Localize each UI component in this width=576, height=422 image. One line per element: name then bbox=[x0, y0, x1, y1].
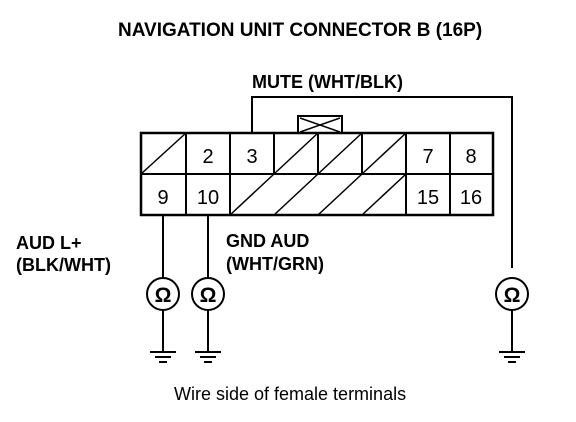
pin-10: 10 bbox=[197, 187, 219, 209]
ohm-symbol: Ω bbox=[155, 284, 172, 307]
aud-label-line2: (BLK/WHT) bbox=[16, 255, 111, 275]
caption: Wire side of female terminals bbox=[174, 384, 406, 404]
gnd-label-line1: GND AUD bbox=[226, 231, 309, 251]
ohmmeter-icon: Ω bbox=[191, 277, 225, 311]
gnd-label-line2: (WHT/GRN) bbox=[226, 254, 324, 274]
connector-body bbox=[139, 131, 495, 217]
pin-7: 7 bbox=[422, 146, 433, 168]
connector-latch bbox=[297, 115, 343, 135]
ohm-symbol: Ω bbox=[504, 284, 521, 307]
mute-wire-label: MUTE (WHT/BLK) bbox=[252, 72, 403, 92]
ohmmeter-icon: Ω bbox=[495, 277, 529, 311]
mute-wire bbox=[251, 96, 513, 268]
ground-icon bbox=[499, 351, 525, 363]
pin-8: 8 bbox=[465, 146, 476, 168]
pin-9: 9 bbox=[157, 187, 168, 209]
diagram-title: NAVIGATION UNIT CONNECTOR B (16P) bbox=[118, 20, 482, 41]
pin-2: 2 bbox=[202, 146, 213, 168]
pin-15: 15 bbox=[417, 187, 439, 209]
ohm-symbol: Ω bbox=[200, 284, 217, 307]
ground-icon bbox=[150, 351, 176, 363]
ohmmeter-icon: Ω bbox=[146, 277, 180, 311]
pin-16: 16 bbox=[460, 187, 482, 209]
pin-3: 3 bbox=[246, 146, 257, 168]
ground-icon bbox=[195, 351, 221, 363]
aud-label-line1: AUD L+ bbox=[16, 233, 82, 253]
